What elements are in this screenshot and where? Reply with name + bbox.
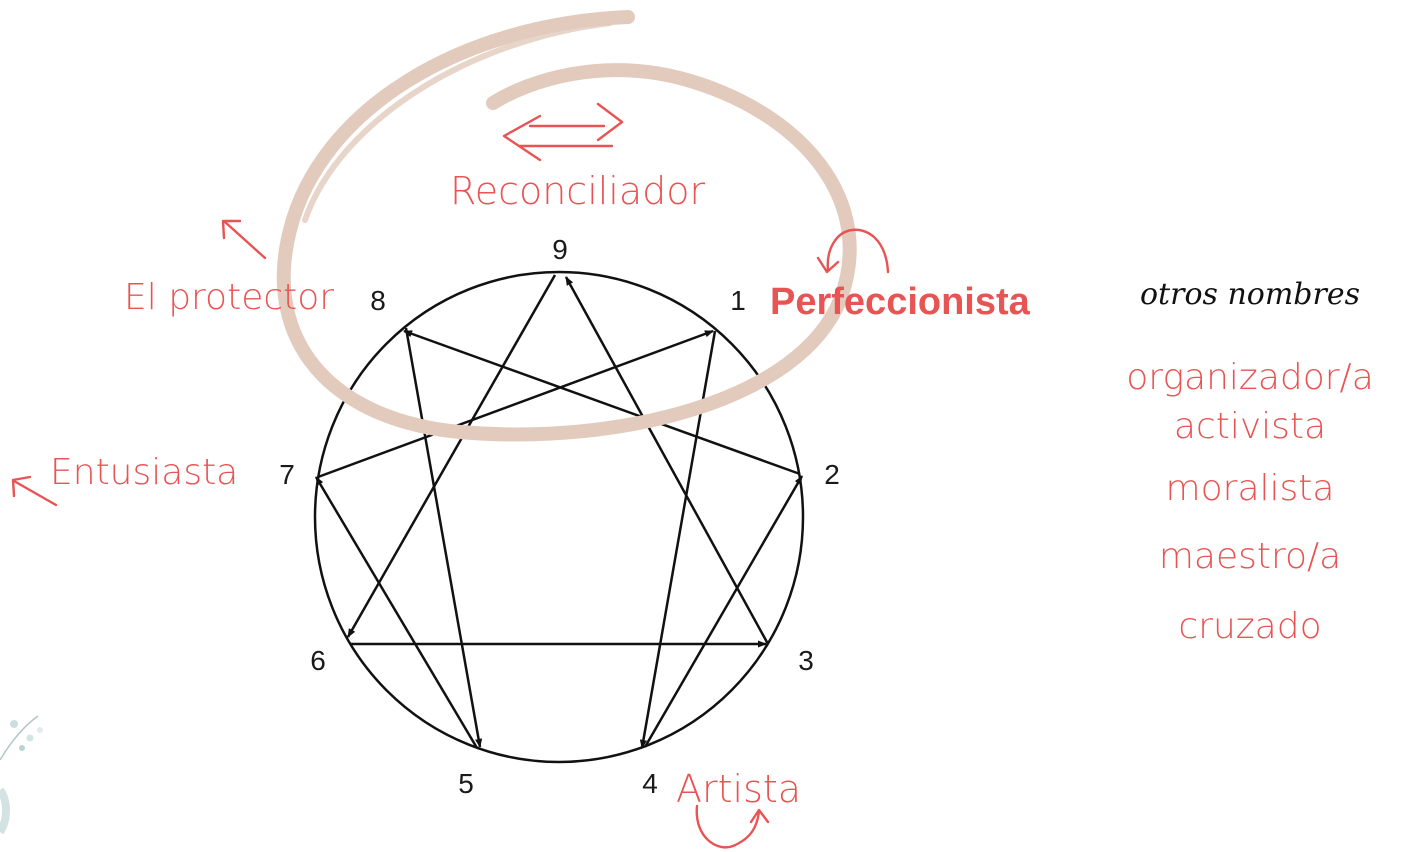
other-name-item: moralista	[1100, 471, 1400, 507]
highlight-swirl	[284, 17, 850, 434]
enneagram-circle	[315, 272, 803, 762]
other-names-title: otros nombres	[1140, 280, 1360, 310]
point-6: 6	[310, 645, 326, 676]
line-5-7	[316, 477, 477, 748]
point-2: 2	[824, 459, 840, 490]
point-7: 7	[279, 459, 295, 490]
label-perfeccionista: Perfeccionista	[770, 283, 1030, 321]
point-9: 9	[552, 234, 568, 265]
line-1-4	[642, 331, 715, 748]
other-name-item: activista	[1100, 409, 1400, 445]
point-5: 5	[458, 768, 474, 799]
other-name-item: maestro/a	[1100, 539, 1400, 575]
line-4-2	[645, 476, 802, 747]
floral-decoration	[0, 716, 43, 832]
enneagram-lines	[316, 275, 802, 748]
double-arrow-icon	[504, 104, 622, 160]
other-name-item: organizador/a	[1100, 360, 1400, 396]
point-4: 4	[642, 768, 658, 799]
line-8-5	[406, 328, 480, 747]
label-artista: Artista	[676, 770, 801, 808]
label-entusiasta: Entusiasta	[50, 455, 238, 491]
curl-arrow-artista-icon	[697, 806, 768, 847]
other-name-item: cruzado	[1100, 609, 1400, 645]
point-1: 1	[730, 285, 746, 316]
label-el-protector: El protector	[124, 280, 334, 316]
label-reconciliador: Reconciliador	[450, 172, 705, 210]
arrow-nw-protector-icon	[223, 221, 265, 258]
point-3: 3	[798, 645, 814, 676]
point-8: 8	[370, 285, 386, 316]
